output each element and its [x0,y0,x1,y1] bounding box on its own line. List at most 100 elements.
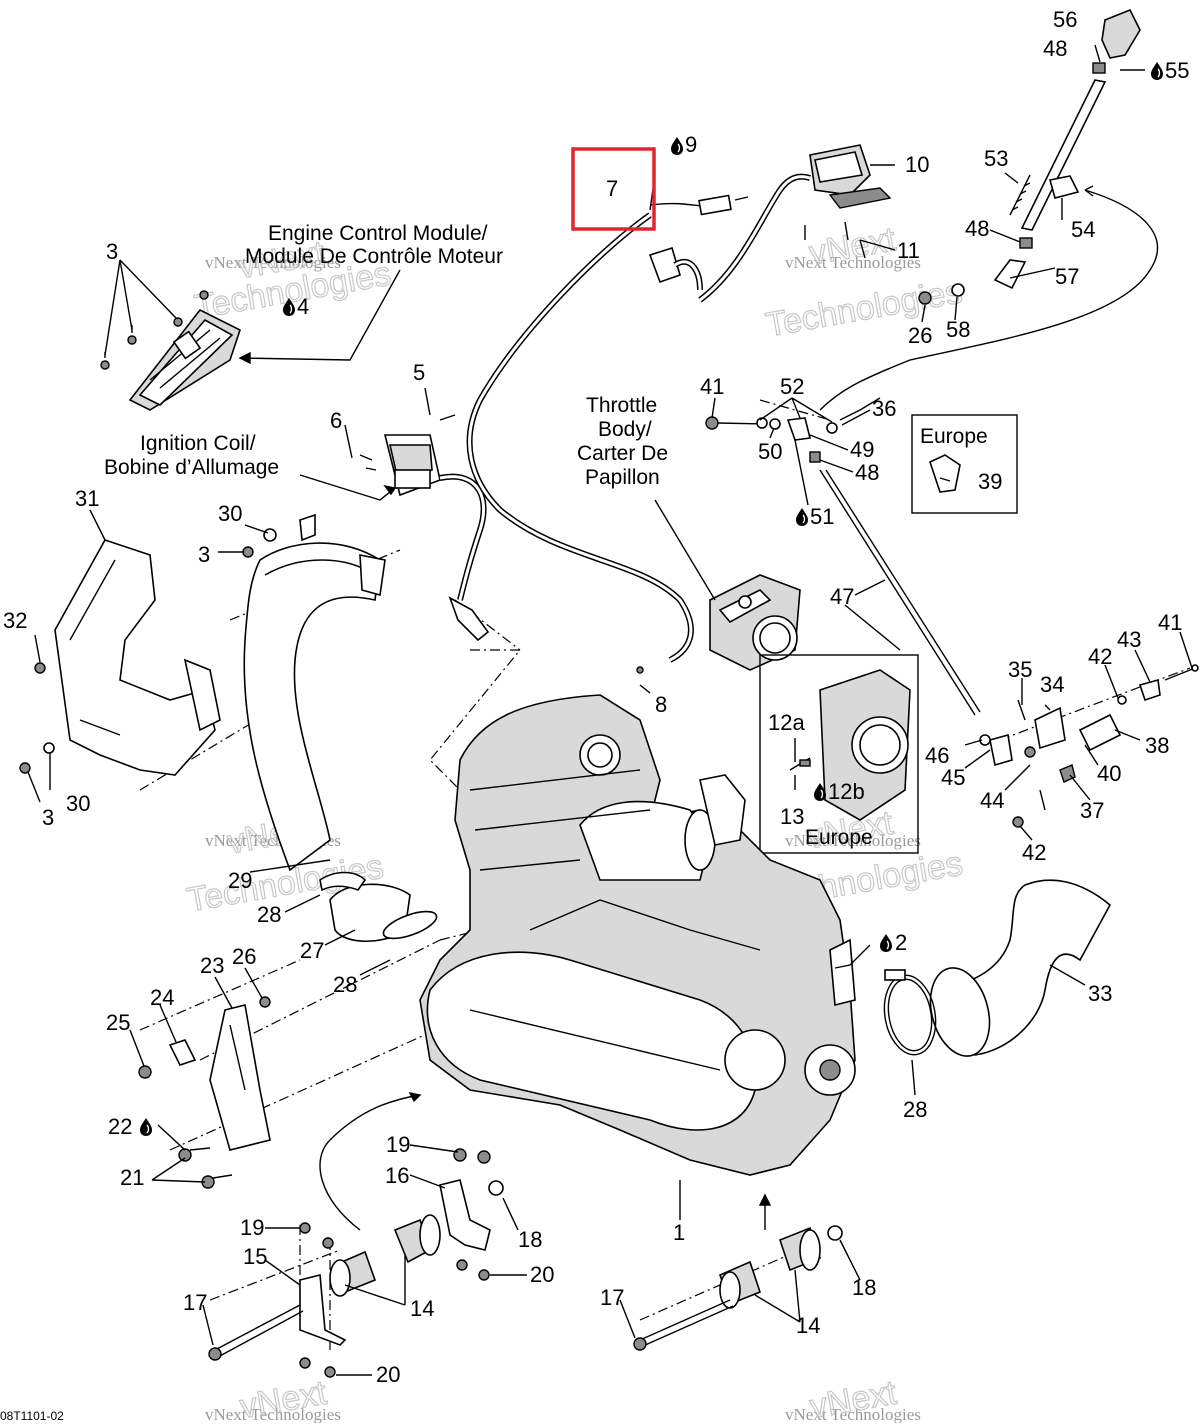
oil-drop-icon [283,298,295,316]
intake-duct-left [243,513,386,872]
callout-11: 11 [897,238,920,263]
callout-28: 28 [257,902,281,927]
callout-45: 45 [941,765,965,790]
figure-code: 08T1101-02 [0,1409,64,1423]
callout-30: 30 [66,791,90,816]
callout-58: 58 [946,317,970,342]
callout-54: 54 [1071,217,1095,242]
callout-41: 41 [700,374,724,399]
throttle-lever-parts [705,397,981,716]
watermark-text: vNext Technologies [785,831,921,850]
callout-14: 14 [796,1313,820,1338]
throttle-lever [804,144,892,259]
callout-5: 5 [413,360,425,385]
europe-caption: Europe [805,826,873,849]
throttle-cable [466,173,811,663]
callout-32: 32 [3,608,27,633]
callout-22: 22 [108,1114,132,1139]
callout-12a: 12a [768,710,805,735]
callout-12b: 12b [828,779,865,804]
callout-4: 4 [297,294,309,319]
callout-51: 51 [810,504,834,529]
callout-14: 14 [410,1296,434,1321]
callout-18: 18 [518,1227,542,1252]
heat-shield [19,528,277,776]
callout-53: 53 [984,146,1008,171]
callout-21: 21 [120,1165,144,1190]
callout-27: 27 [300,938,324,963]
callout-40: 40 [1097,761,1121,786]
watermark-text: vNext Technologies [785,1405,921,1423]
callout-33: 33 [1088,981,1112,1006]
ecm-caption-line1: Engine Control Module/ [268,222,488,245]
callout-28: 28 [903,1097,927,1122]
oil-drop-icon [1151,62,1163,80]
highlight-box [571,147,656,231]
callout-55: 55 [1165,58,1189,83]
clamp-28 [883,969,937,1056]
throttle-body-caption-line2: Body/ [598,418,652,441]
callout-44: 44 [980,788,1004,813]
callout-3: 3 [106,239,118,264]
watermark-large: Technologies [763,273,965,345]
leader-lines [27,44,1193,1376]
callout-13: 13 [780,804,804,829]
ignition-coil-caption-line1: Ignition Coil/ [140,432,256,455]
callout-30: 30 [218,501,242,526]
europe-box-throttle: Europe [759,654,919,854]
linkage-lower-right [979,664,1199,828]
callout-43: 43 [1117,627,1141,652]
throttle-body-caption-line4: Papillon [585,466,660,489]
callout-26: 26 [232,944,256,969]
engine-control-module [100,259,241,411]
europe-caption: Europe [920,425,988,448]
callout-29: 29 [228,868,252,893]
callout-37: 37 [1080,798,1104,823]
oil-drop-icon [796,508,808,526]
callout-31: 31 [75,486,99,511]
captions: Engine Control Module/ Module De Contrôl… [104,222,668,489]
ignition-coil-caption-line2: Bobine d’Allumage [104,456,279,479]
callouts: 1 2 3 3 3 4 5 6 7 8 9 10 11 12a 12b 13 1… [3,7,1189,1387]
oil-drop-icon [880,934,892,952]
callout-19: 19 [240,1215,264,1240]
callout-23: 23 [200,953,224,978]
callout-57: 57 [1055,264,1079,289]
engine-assembly [419,694,856,1176]
callout-16: 16 [385,1163,409,1188]
watermark-text: vNext Technologies [785,253,921,272]
callout-35: 35 [1008,657,1032,682]
ignition-coil [359,414,490,642]
callout-52: 52 [780,374,804,399]
callout-7: 7 [606,176,618,201]
callout-48: 48 [1043,36,1067,61]
callout-15: 15 [243,1244,267,1269]
throttle-body-caption-line1: Throttle [586,394,657,417]
ecm-caption-line2: Module De Contrôle Moteur [245,245,503,268]
callout-17: 17 [600,1285,624,1310]
linkage-upper-right [819,8,1159,411]
callout-46: 46 [925,743,949,768]
oil-drop-icon [140,1118,152,1136]
callout-41: 41 [1158,610,1182,635]
callout-2: 2 [895,930,907,955]
oil-drop-icons [140,62,1163,1136]
callout-47: 47 [830,584,854,609]
callout-18: 18 [852,1275,876,1300]
oil-drop-icon [814,783,826,801]
engine-mounts [138,996,843,1378]
callout-19: 19 [386,1132,410,1157]
callout-25: 25 [106,1010,130,1035]
callout-50: 50 [758,439,782,464]
callout-48: 48 [965,216,989,241]
oil-drop-icon [671,137,683,155]
callout-38: 38 [1145,733,1169,758]
callout-39: 39 [978,469,1002,494]
throttle-body [636,574,801,674]
callout-48: 48 [855,460,879,485]
callout-20: 20 [376,1362,400,1387]
watermark-text: vNext Technologies [205,253,341,272]
callout-20: 20 [530,1262,554,1287]
intake-duct-right [929,879,1112,1057]
